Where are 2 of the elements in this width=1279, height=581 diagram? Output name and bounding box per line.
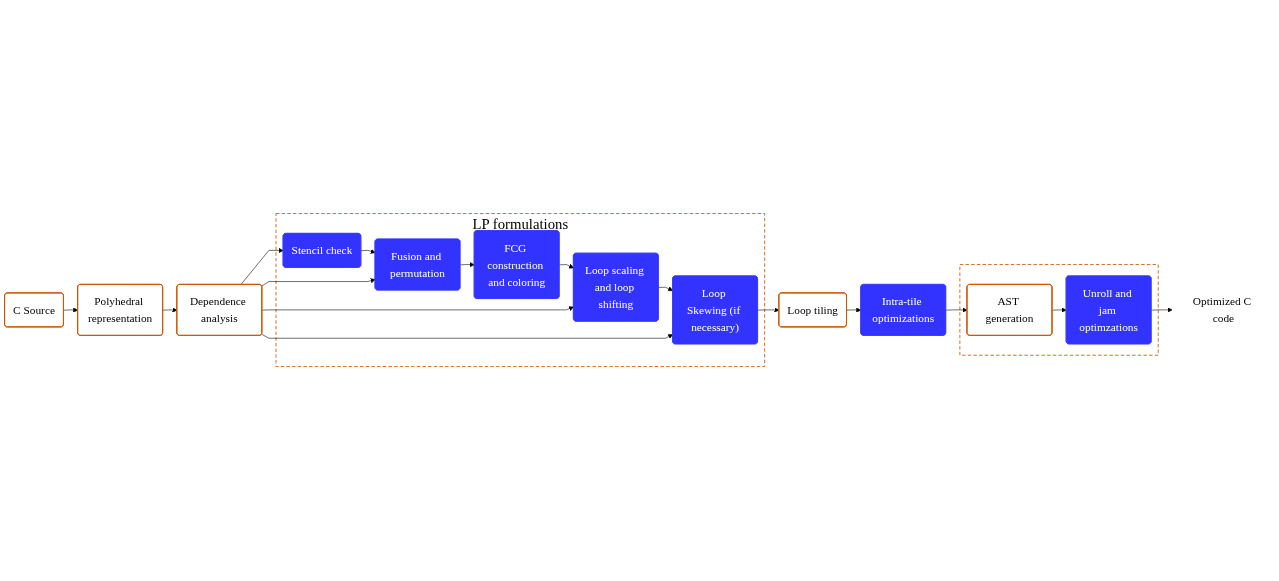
node-text: Optimized C code — [1192, 295, 1252, 326]
cluster — [959, 264, 1159, 357]
